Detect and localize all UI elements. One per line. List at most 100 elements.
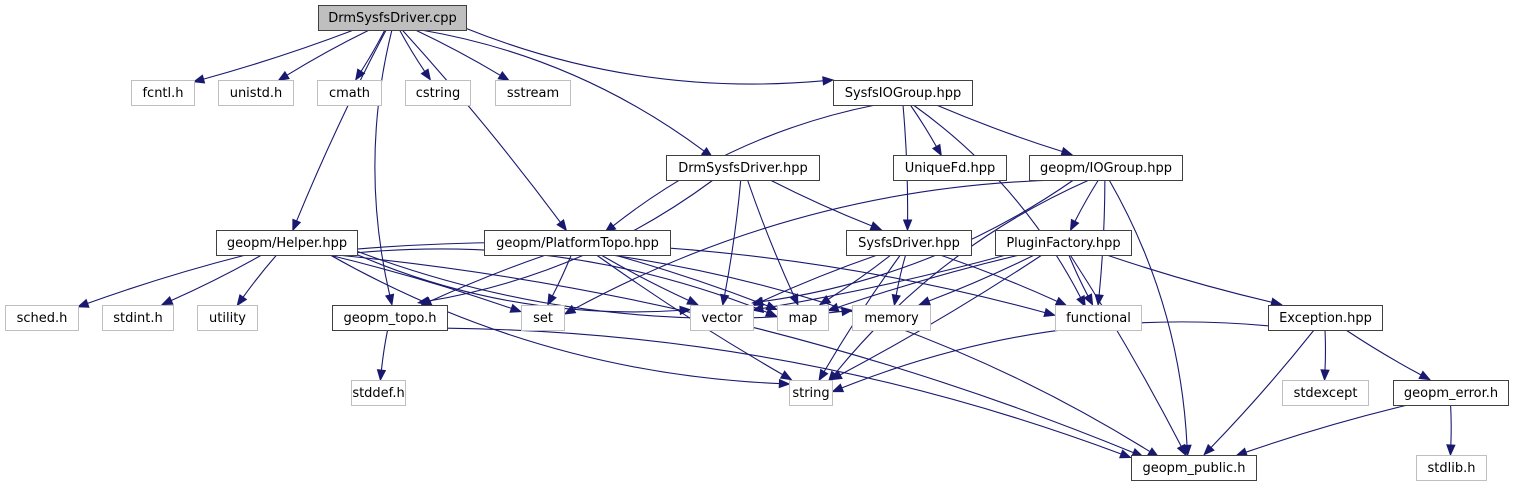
edge-helper-to-map	[356, 248, 778, 317]
arrowhead-icon	[891, 293, 901, 307]
node-pluginfactory[interactable]: PluginFactory.hpp	[995, 230, 1132, 256]
node-stddef: stddef.h	[351, 380, 406, 406]
node-box	[893, 155, 1007, 181]
edge-line	[87, 254, 246, 304]
arrowhead-icon	[831, 383, 845, 393]
arrowhead-icon	[556, 219, 568, 232]
edge-line	[336, 254, 1134, 454]
edge-sysfsdriver-to-vector	[751, 254, 878, 307]
arrowhead-icon	[764, 307, 778, 317]
node-geopm-topo[interactable]: geopm_topo.h	[332, 305, 448, 331]
edge-line	[834, 179, 1090, 375]
edge-exception-to-geopm_error	[1345, 329, 1432, 381]
edge-geopm_error-to-stdlib	[1446, 404, 1456, 457]
node-fcntl: fcntl.h	[131, 80, 195, 106]
edge-helper-to-set	[329, 254, 523, 313]
node-box	[1282, 380, 1369, 406]
edge-line	[203, 29, 354, 80]
node-label: SysfsIOGroup.hpp	[845, 86, 962, 101]
edge-helper-to-string	[329, 254, 791, 389]
node-platformtopo[interactable]: geopm/PlatformTopo.hpp	[484, 230, 671, 256]
node-sysfsiogroup[interactable]: SysfsIOGroup.hpp	[833, 80, 973, 106]
node-box	[777, 305, 829, 331]
node-box	[846, 230, 972, 256]
node-set: set	[521, 305, 565, 331]
edge-line	[573, 179, 1059, 310]
edge-line	[600, 254, 689, 301]
node-memory: memory	[852, 305, 931, 331]
node-geopm-public[interactable]: geopm_public.h	[1131, 455, 1257, 481]
arrowhead-icon	[1054, 296, 1068, 306]
node-stdlib: stdlib.h	[1416, 455, 1487, 481]
edge-drmsysfsdriver_hpp-to-map	[746, 179, 799, 307]
arrowhead-icon	[869, 221, 883, 231]
edge-line	[446, 327, 1122, 455]
arrowhead-icon	[384, 293, 395, 307]
arrowhead-icon	[779, 370, 793, 381]
node-unistd: unistd.h	[218, 80, 294, 106]
edge-line	[286, 29, 370, 76]
node-box	[1268, 305, 1383, 331]
node-sysfsdriver[interactable]: SysfsDriver.hpp	[846, 230, 972, 256]
edge-line	[329, 254, 780, 385]
edge-line	[374, 29, 393, 296]
edge-line	[939, 254, 1058, 302]
arrowhead-icon	[76, 298, 90, 308]
node-label: sstream	[507, 86, 559, 101]
edge-sysfsdriver-to-memory	[891, 254, 907, 307]
arrowhead-icon	[1203, 443, 1215, 456]
node-map: map	[777, 305, 829, 331]
edge-line	[415, 29, 501, 76]
edge-line	[1069, 254, 1182, 447]
node-box	[102, 305, 174, 331]
node-vector: vector	[690, 305, 754, 331]
node-helper[interactable]: geopm/Helper.hpp	[216, 230, 358, 256]
node-label: geopm/IOGroup.hpp	[1040, 161, 1172, 176]
node-cstring: cstring	[405, 80, 471, 106]
edge-pluginfactory-to-memory	[918, 254, 1035, 306]
edge-line	[762, 179, 1074, 303]
edge-line	[1074, 179, 1099, 222]
node-label: DrmSysfsDriver.cpp	[328, 11, 456, 26]
node-box	[666, 155, 820, 181]
arrowhead-icon	[931, 143, 942, 157]
node-label: geopm_error.h	[1404, 386, 1498, 401]
edge-root-to-cmath	[355, 29, 386, 81]
edge-line	[1106, 254, 1272, 303]
arrowhead-icon	[751, 296, 765, 307]
node-string: string	[789, 380, 833, 406]
edge-root-to-sysfsiogroup	[465, 27, 835, 86]
node-label: geopm/PlatformTopo.hpp	[496, 236, 659, 251]
arrowhead-icon	[918, 296, 931, 306]
edge-line	[296, 29, 387, 222]
edge-line	[429, 254, 546, 302]
arrowhead-icon	[751, 303, 765, 314]
arrowhead-icon	[420, 68, 432, 81]
edge-line	[724, 179, 742, 296]
node-label: SysfsDriver.hpp	[858, 236, 960, 251]
node-label: functional	[1066, 311, 1131, 326]
node-label: string	[792, 386, 829, 401]
edge-line	[913, 104, 1082, 298]
edge-helper-to-functional	[356, 241, 1056, 318]
node-label: Exception.hpp	[1279, 311, 1372, 326]
node-uniquefd[interactable]: UniqueFd.hpp	[893, 155, 1007, 181]
node-drmsysfsdriver-hpp[interactable]: DrmSysfsDriver.hpp	[666, 155, 820, 181]
node-root[interactable]: DrmSysfsDriver.cpp	[318, 5, 467, 31]
edge-pluginfactory-to-geopm_public	[1069, 254, 1187, 457]
edge-root-to-cstring	[399, 29, 432, 81]
edge-sysfsiogroup-to-iogroup	[936, 104, 1074, 156]
node-iogroup[interactable]: geopm/IOGroup.hpp	[1029, 155, 1183, 181]
node-box	[1131, 455, 1257, 481]
arrowhead-icon	[830, 370, 843, 381]
node-exception[interactable]: Exception.hpp	[1268, 305, 1383, 331]
node-geopm-error[interactable]: geopm_error.h	[1393, 380, 1509, 406]
arrowhead-icon	[509, 303, 523, 313]
edge-line	[360, 29, 386, 72]
node-label: fcntl.h	[142, 86, 183, 101]
node-box	[833, 80, 973, 106]
node-label: DrmSysfsDriver.hpp	[678, 161, 808, 176]
arrowhead-icon	[902, 219, 913, 232]
edge-exception-to-geopm_public	[1203, 329, 1315, 456]
